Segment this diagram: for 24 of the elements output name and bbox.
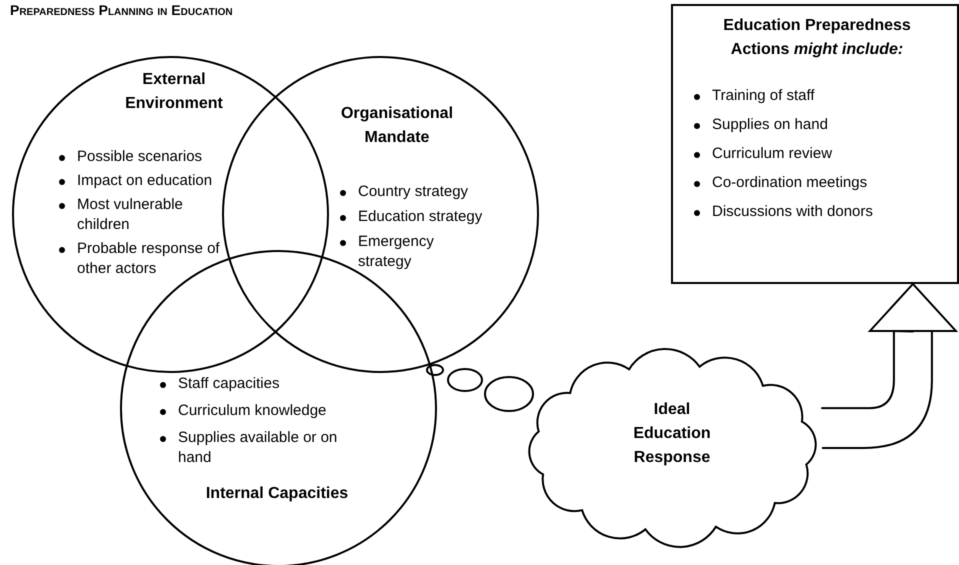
- list-item: Emergency strategy: [358, 232, 435, 272]
- list-item: Supplies available or on hand: [178, 428, 338, 468]
- list-item: Most vulnerable children: [77, 195, 184, 235]
- list-item: Curriculum review: [712, 144, 834, 164]
- list-item: Training of staff: [712, 86, 816, 106]
- block-arrow: [821, 283, 957, 449]
- venn-circle: [222, 56, 539, 373]
- node-heading: External Environment: [124, 70, 224, 114]
- list-item: Impact on education: [77, 171, 214, 191]
- text-box: [671, 4, 959, 284]
- node-heading: Ideal Education Response: [632, 400, 712, 468]
- list-item: Probable response of other actors: [77, 239, 221, 279]
- list-item: Discussions with donors: [712, 202, 874, 222]
- list-item: Curriculum knowledge: [178, 401, 328, 421]
- list-item: Staff capacities: [178, 374, 280, 394]
- node-heading: Internal Capacities: [204, 484, 350, 504]
- list-item: Country strategy: [358, 182, 470, 202]
- diagram-title: Preparedness Planning in Education: [10, 2, 233, 18]
- list-item: Possible scenarios: [77, 147, 204, 167]
- list-item: Co-ordination meetings: [712, 173, 868, 193]
- node-heading: Organisational Mandate: [340, 104, 454, 148]
- node-heading: Education Preparedness Actions might include:: [722, 16, 912, 60]
- list-item: Supplies on hand: [712, 115, 829, 135]
- list-item: Education strategy: [358, 207, 484, 227]
